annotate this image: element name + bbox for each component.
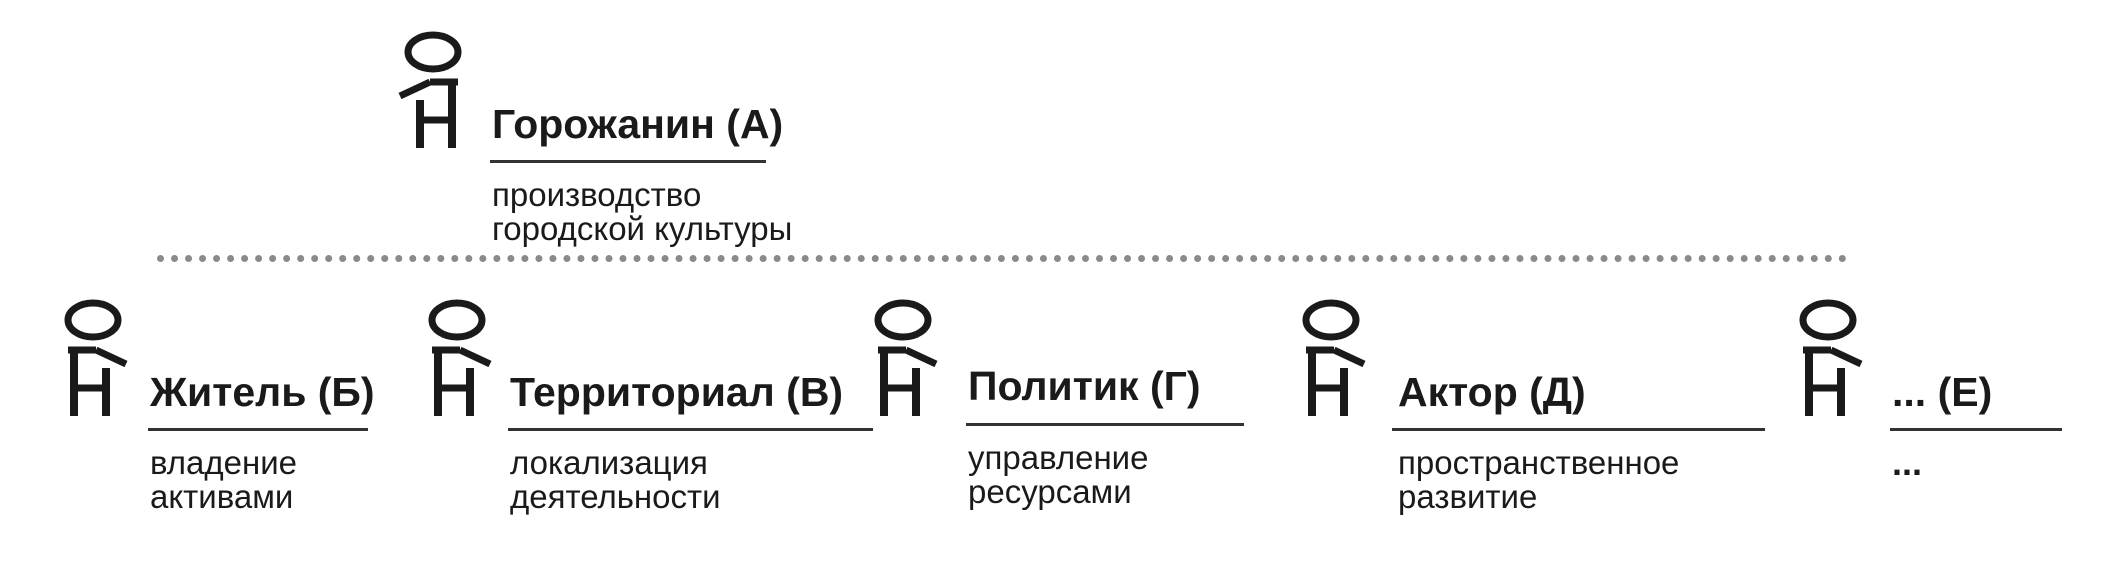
- role-description-e: ...: [1892, 442, 1923, 483]
- dotted-divider: [157, 255, 1847, 262]
- role-title-a: Горожанин (А): [492, 101, 784, 147]
- role-underline: [1890, 428, 2062, 431]
- role-underline: [1392, 428, 1765, 431]
- role-underline: [508, 428, 873, 431]
- role-underline: [966, 423, 1244, 426]
- role-title-d: Актор (Д): [1398, 369, 1586, 415]
- role-title-v: Территориал (В): [510, 369, 844, 415]
- person-icon: [378, 30, 488, 160]
- role-description-b: владение активами: [150, 444, 298, 515]
- role-description-a: производство городской культуры: [492, 176, 793, 247]
- role-title-g: Политик (Г): [968, 363, 1201, 409]
- role-underline: [490, 160, 766, 163]
- role-description-g: управление ресурсами: [968, 439, 1149, 510]
- role-title-b: Житель (Б): [150, 369, 375, 415]
- role-underline: [148, 428, 368, 431]
- person-icon: [402, 298, 512, 428]
- person-icon: [1773, 298, 1883, 428]
- role-description-v: локализация деятельности: [510, 444, 721, 515]
- role-description-d: пространственное развитие: [1398, 444, 1680, 515]
- person-icon: [38, 298, 148, 428]
- role-title-e: ... (Е): [1892, 369, 1993, 415]
- person-icon: [1276, 298, 1386, 428]
- person-icon: [848, 298, 958, 428]
